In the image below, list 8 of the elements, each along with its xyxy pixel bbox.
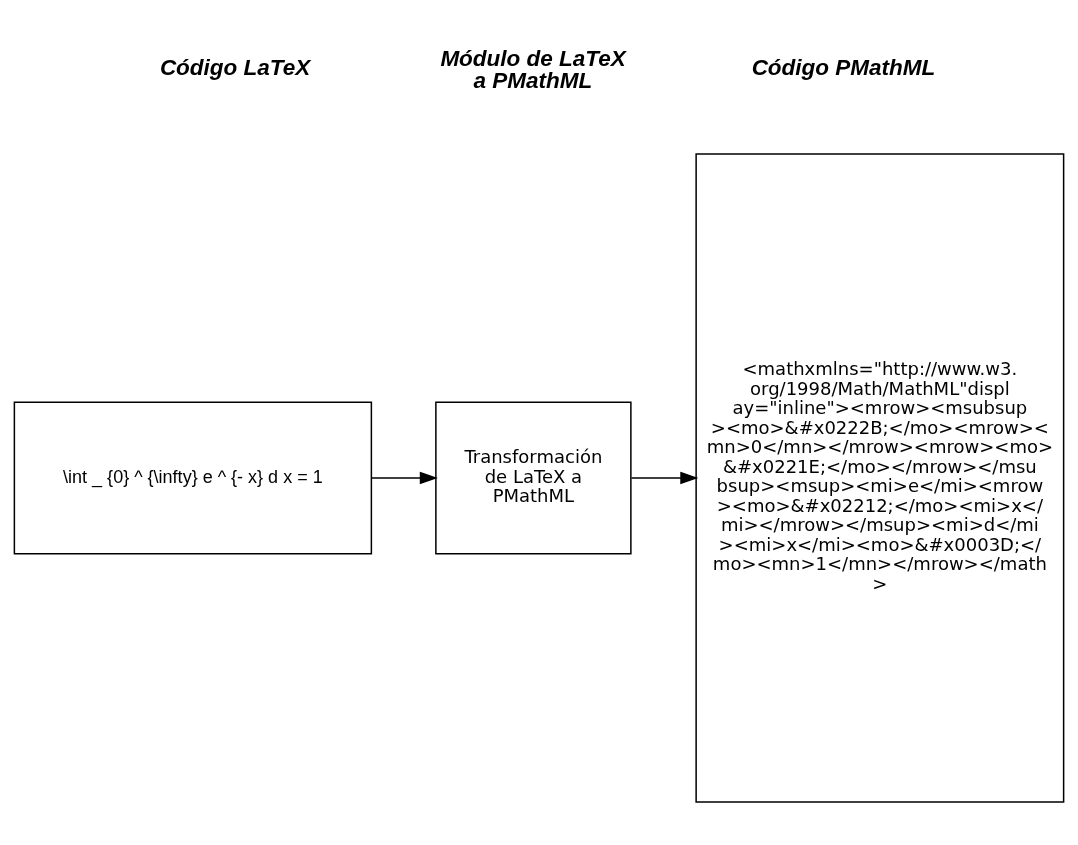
node-box: \int _ {0} ^ {\infty} e ^ {- x} d x = 1 xyxy=(13,401,373,555)
node-box: Transformación de LaTeX a PMathML xyxy=(435,401,632,555)
label: Código LaTeX xyxy=(159,55,311,81)
node-box: <mathxmlns="http://www.w3.org/1998/Math/MathML"display="inline"><mrow><msubsup><mo>&#x0222B;</mo><mrow><mn>0</mn></mrow><mrow><mo>&#x0221E;</mo></mrow></msubsup><msup><mi>e</mi><mrow><mo>&#x02212;</mo><mi>x</mi></mrow></msup><mi>d</mi><mi>x</mi><mo>&#x0003D;</mo><mn>1</mn></mrow></math> xyxy=(695,153,1065,803)
arrow xyxy=(630,471,699,485)
label: Módulo de LaTeX a PMathML xyxy=(440,45,626,93)
label: Código PMathML xyxy=(751,55,936,81)
arrow xyxy=(371,471,438,485)
